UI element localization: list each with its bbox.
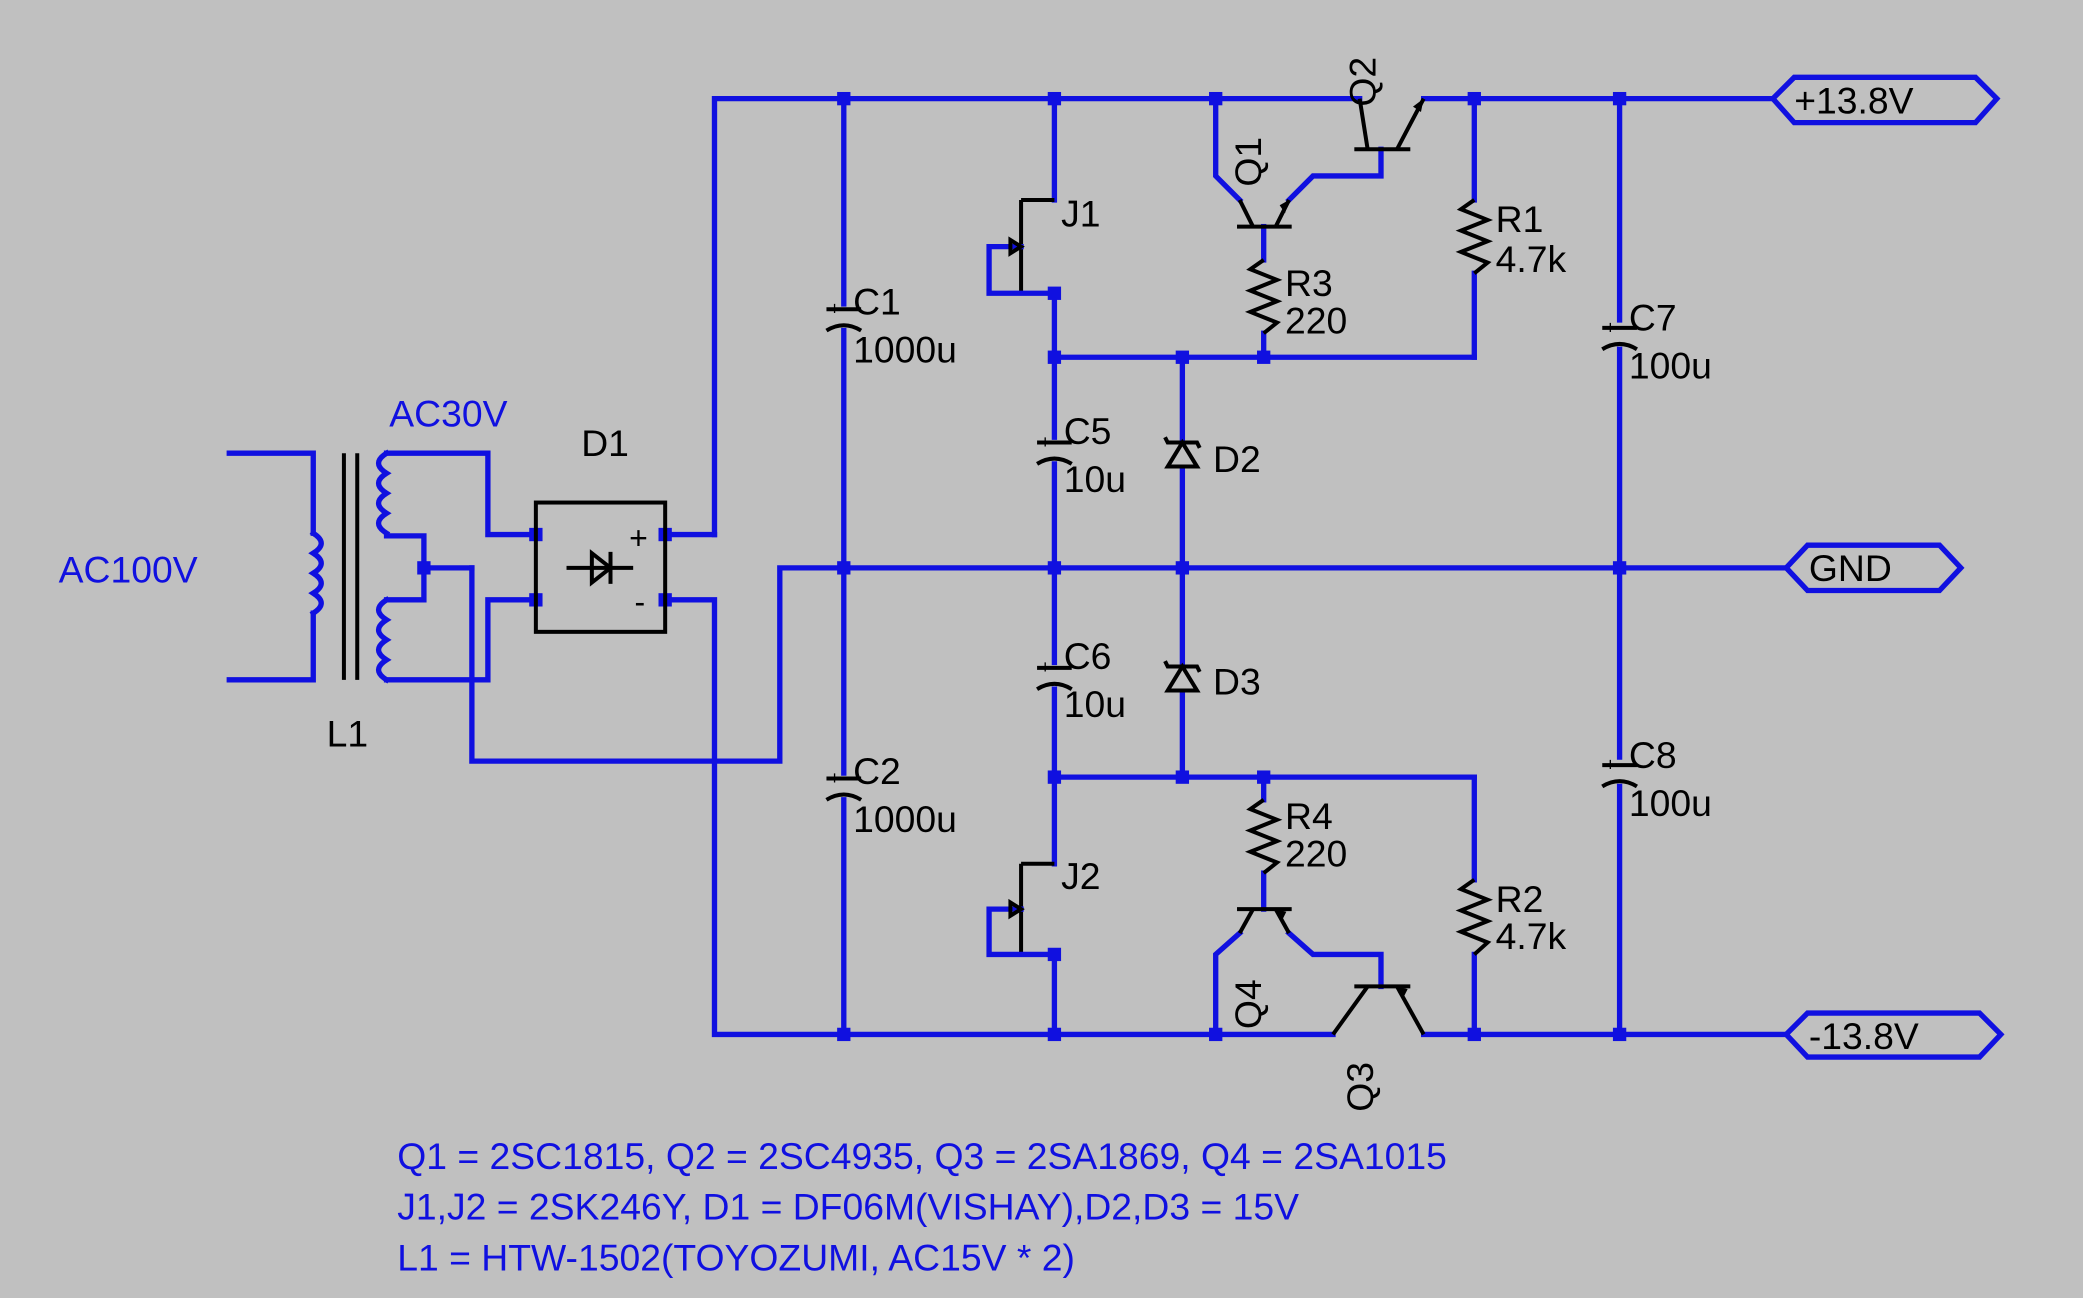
label-r2: R2	[1496, 878, 1544, 920]
capacitor-c2: +	[825, 767, 863, 802]
capacitor-c8: +	[1601, 753, 1638, 789]
transformer-l1	[308, 449, 392, 684]
bridge-rectifier-d1	[533, 500, 668, 634]
label-out-neg: -13.8V	[1809, 1015, 1919, 1057]
capacitor-c6: +	[1036, 656, 1073, 691]
output-tag-neg	[1782, 1010, 2005, 1060]
label-r1: R1	[1496, 198, 1544, 240]
svg-text:+: +	[829, 298, 840, 319]
label-r3-value: 220	[1285, 299, 1347, 341]
label-c7-value: 100u	[1629, 345, 1712, 387]
label-c1-value: 1000u	[853, 329, 957, 371]
label-c8: C8	[1629, 734, 1677, 776]
label-c7: C7	[1629, 297, 1677, 339]
capacitor-c1: +	[825, 298, 863, 333]
label-d1: D1	[581, 422, 629, 464]
zener-d3	[1163, 660, 1202, 693]
zener-d2	[1163, 436, 1202, 469]
label-c6: C6	[1064, 635, 1112, 677]
jfet-j2	[986, 861, 1062, 962]
transistor-q4	[1237, 907, 1292, 935]
label-r3: R3	[1285, 262, 1333, 304]
label-c6-value: 10u	[1064, 683, 1126, 725]
labels: AC100V AC30V L1 D1 + - C1 1000u C2 1000u…	[59, 57, 1919, 1278]
output-tag-pos	[1769, 74, 2001, 126]
label-c1: C1	[853, 281, 901, 323]
label-c2: C2	[853, 750, 901, 792]
label-l1: L1	[327, 712, 369, 754]
label-d1-minus: -	[635, 584, 646, 620]
note-line-1: Q1 = 2SC1815, Q2 = 2SC4935, Q3 = 2SA1869…	[397, 1135, 1447, 1177]
label-r4-value: 220	[1285, 832, 1347, 874]
resistor-r1	[1455, 198, 1494, 275]
note-line-2: J1,J2 = 2SK246Y, D1 = DF06M(VISHAY),D2,D…	[397, 1186, 1299, 1228]
note-line-3: L1 = HTW-1502(TOYOZUMI, AC15V * 2)	[397, 1236, 1075, 1278]
label-ac-in: AC100V	[59, 549, 198, 591]
label-out-gnd: GND	[1809, 547, 1892, 589]
capacitor-c5: +	[1036, 431, 1073, 466]
output-tag-gnd	[1782, 542, 1965, 594]
transistor-q1	[1237, 199, 1292, 229]
label-j1: J1	[1061, 193, 1100, 235]
label-ac-sec: AC30V	[389, 393, 507, 435]
label-out-pos: +13.8V	[1794, 79, 1913, 121]
label-c8-value: 100u	[1629, 782, 1712, 824]
svg-text:+: +	[1040, 431, 1051, 452]
svg-text:+: +	[1605, 753, 1616, 774]
resistor-r2	[1455, 878, 1494, 956]
label-d2: D2	[1213, 438, 1261, 480]
resistor-r3	[1244, 258, 1283, 335]
label-c2-value: 1000u	[853, 798, 957, 840]
capacitor-c7: +	[1601, 316, 1638, 351]
label-c5: C5	[1064, 410, 1112, 452]
label-q4: Q4	[1227, 979, 1269, 1029]
resistor-r4	[1244, 798, 1283, 875]
label-r2-value: 4.7k	[1496, 915, 1567, 957]
label-d3: D3	[1213, 660, 1261, 702]
label-d1-plus: +	[629, 520, 648, 556]
label-c5-value: 10u	[1064, 458, 1126, 500]
label-r4: R4	[1285, 795, 1333, 837]
svg-text:+: +	[829, 767, 840, 788]
svg-text:+: +	[1605, 316, 1616, 337]
label-q3: Q3	[1339, 1062, 1381, 1112]
label-r1-value: 4.7k	[1496, 238, 1567, 280]
transistor-q3	[1331, 984, 1426, 1036]
label-q2: Q2	[1342, 57, 1384, 107]
svg-text:+: +	[1040, 656, 1051, 677]
jfet-j1	[986, 197, 1062, 300]
label-j2: J2	[1061, 855, 1100, 897]
transistor-q2	[1354, 97, 1426, 152]
label-q1: Q1	[1227, 137, 1269, 187]
wires	[226, 95, 1789, 1038]
